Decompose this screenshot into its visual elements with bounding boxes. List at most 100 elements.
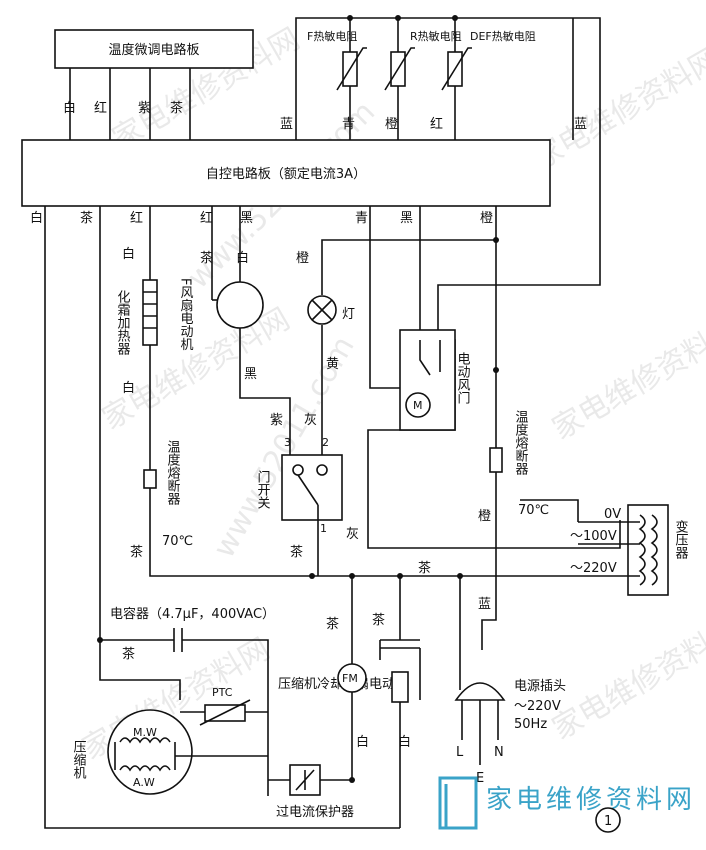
pin-3-label: 3 [284, 436, 291, 449]
fm-brown-label: 茶 [326, 616, 339, 632]
snubber-wires [379, 576, 421, 828]
lamp-orange-label: 橙 [296, 251, 309, 266]
snubber-resistor [391, 671, 409, 703]
wire-label-red2: 红 [430, 116, 443, 132]
bottom-label-cyan: 青 [355, 211, 368, 226]
watermark-text: 家电维修资料网 [547, 612, 706, 747]
compressor [107, 709, 193, 795]
overload-label: 过电流保护器 [276, 805, 354, 820]
site-logo: 家电维修资料网 [438, 776, 696, 830]
damper-contacts [419, 340, 441, 376]
bottom-label-orange: 橙 [480, 211, 493, 226]
defrost-heater-bottom-label: 白 [122, 380, 135, 396]
defrost-heater-label: 化霜加热器 [115, 290, 131, 356]
brown-switch-label: 茶 [290, 544, 303, 560]
door-switch-pin-2 [316, 464, 328, 476]
plug-freq: 50Hz [514, 717, 547, 732]
door-switch [281, 454, 343, 521]
wire-label-red: 红 [94, 100, 107, 116]
main-board-label: 自控电路板（额定电流3A） [206, 166, 366, 182]
bottom-label-black2: 黑 [400, 211, 413, 226]
bottom-label-white: 白 [30, 210, 43, 226]
tap-220v-label: ～220V [570, 561, 617, 576]
fm-white-label: 白 [356, 734, 369, 750]
bottom-label-red1: 红 [130, 210, 143, 226]
defrost-heater-wire [149, 206, 460, 577]
fan-brown-label: 茶 [200, 250, 213, 266]
fan-black-label: 黑 [244, 367, 257, 382]
capacitor-label: 电容器（4.7μF，400VAC） [110, 606, 275, 622]
cap2-brown-label: 茶 [372, 612, 385, 628]
ptc-label: PTC [212, 686, 233, 699]
damper-motor-symbol: M [413, 399, 423, 412]
bottom-label-red2: 红 [200, 210, 213, 226]
logo-text: 家电维修资料网 [486, 785, 696, 815]
plug-n-label: N [494, 745, 504, 760]
thermistor-r-symbol [384, 47, 415, 91]
brown-left-label: 茶 [130, 544, 143, 560]
wire-label-brown: 茶 [170, 100, 183, 116]
door-switch-label: 门开关 [255, 470, 271, 509]
fan-motor-wires [211, 206, 291, 455]
right-fuse-label: 温度熔断器 [513, 410, 529, 476]
damper-motor [405, 392, 431, 418]
gray-wire-label: 灰 [346, 527, 359, 542]
watermark-layer: 家电维修资料网 家电维修资料网 家电维修资料网 家电维修资料网 家电维修资料网 … [77, 22, 706, 767]
lamp-icon [307, 295, 337, 325]
aw-label: A.W [133, 776, 155, 789]
bottom-label-black1: 黑 [240, 211, 253, 226]
fine-tune-board-label: 温度微调电路板 [108, 42, 199, 58]
tap-100v-label: ～100V [570, 529, 617, 544]
left-fuse [143, 469, 157, 489]
power-plug [454, 682, 506, 701]
thermistor-f-label: F热敏电阻 [307, 29, 357, 43]
compressor-label: 压缩机 [71, 740, 87, 780]
main-control-board [21, 139, 551, 207]
left-fuse-label: 温度熔断器 [165, 440, 181, 506]
defrost-heater-segments [143, 291, 157, 329]
plug-wires [459, 576, 497, 690]
tap-0v-label: 0V [604, 507, 621, 522]
compressor-winding-wires [114, 742, 268, 770]
thermistor-def-label: DEF热敏电阻 [470, 29, 536, 43]
pin-1-label: 1 [320, 522, 327, 535]
defrost-heater-top-label: 白 [122, 246, 135, 262]
transformer-taps [460, 521, 640, 577]
plug-e-label: E [476, 771, 484, 786]
transformer [627, 504, 669, 596]
switch-purple-label: 紫 [270, 413, 283, 428]
transformer-coils [638, 514, 658, 586]
compressor-windings [119, 737, 171, 772]
fine-tune-board [54, 29, 254, 69]
wire-label-orange: 橙 [385, 117, 398, 132]
watermark-text: 家电维修资料网 [547, 312, 706, 447]
overload-contact [295, 769, 315, 791]
cap2-white-label: 白 [398, 734, 411, 750]
right-fuse-orange-label: 橙 [478, 509, 491, 524]
capacitor-symbol [173, 628, 183, 652]
pin-2-label: 2 [322, 436, 329, 449]
white-common-wire [44, 206, 400, 829]
board-link-wires [69, 68, 191, 140]
lamp-wire [321, 206, 497, 455]
fm-motor [337, 663, 367, 693]
door-switch-pin-3 [292, 464, 304, 476]
lamp-yellow-label: 黄 [326, 357, 339, 372]
left-fuse-rating: 70℃ [162, 534, 193, 549]
right-fuse-rating: 70℃ [518, 503, 549, 518]
transformer-label: 变压器 [673, 519, 689, 560]
mw-label: M.W [133, 726, 157, 739]
ptc-slash [199, 699, 251, 726]
thermistor-f-symbol [336, 47, 367, 91]
wire-label-blue-left: 蓝 [280, 117, 293, 132]
blue-plug-label: 蓝 [478, 597, 491, 612]
wire-label-purple: 紫 [138, 101, 151, 116]
damper-label: 电动风门 [455, 352, 471, 404]
fan-motor-label: F风扇电动机 [178, 278, 194, 352]
damper-box [399, 329, 456, 431]
thermistor-r-label: R热敏电阻 [410, 29, 462, 43]
capacitor-wire [99, 639, 269, 732]
defrost-heater [142, 279, 158, 346]
fm-symbol: FM [342, 672, 358, 685]
